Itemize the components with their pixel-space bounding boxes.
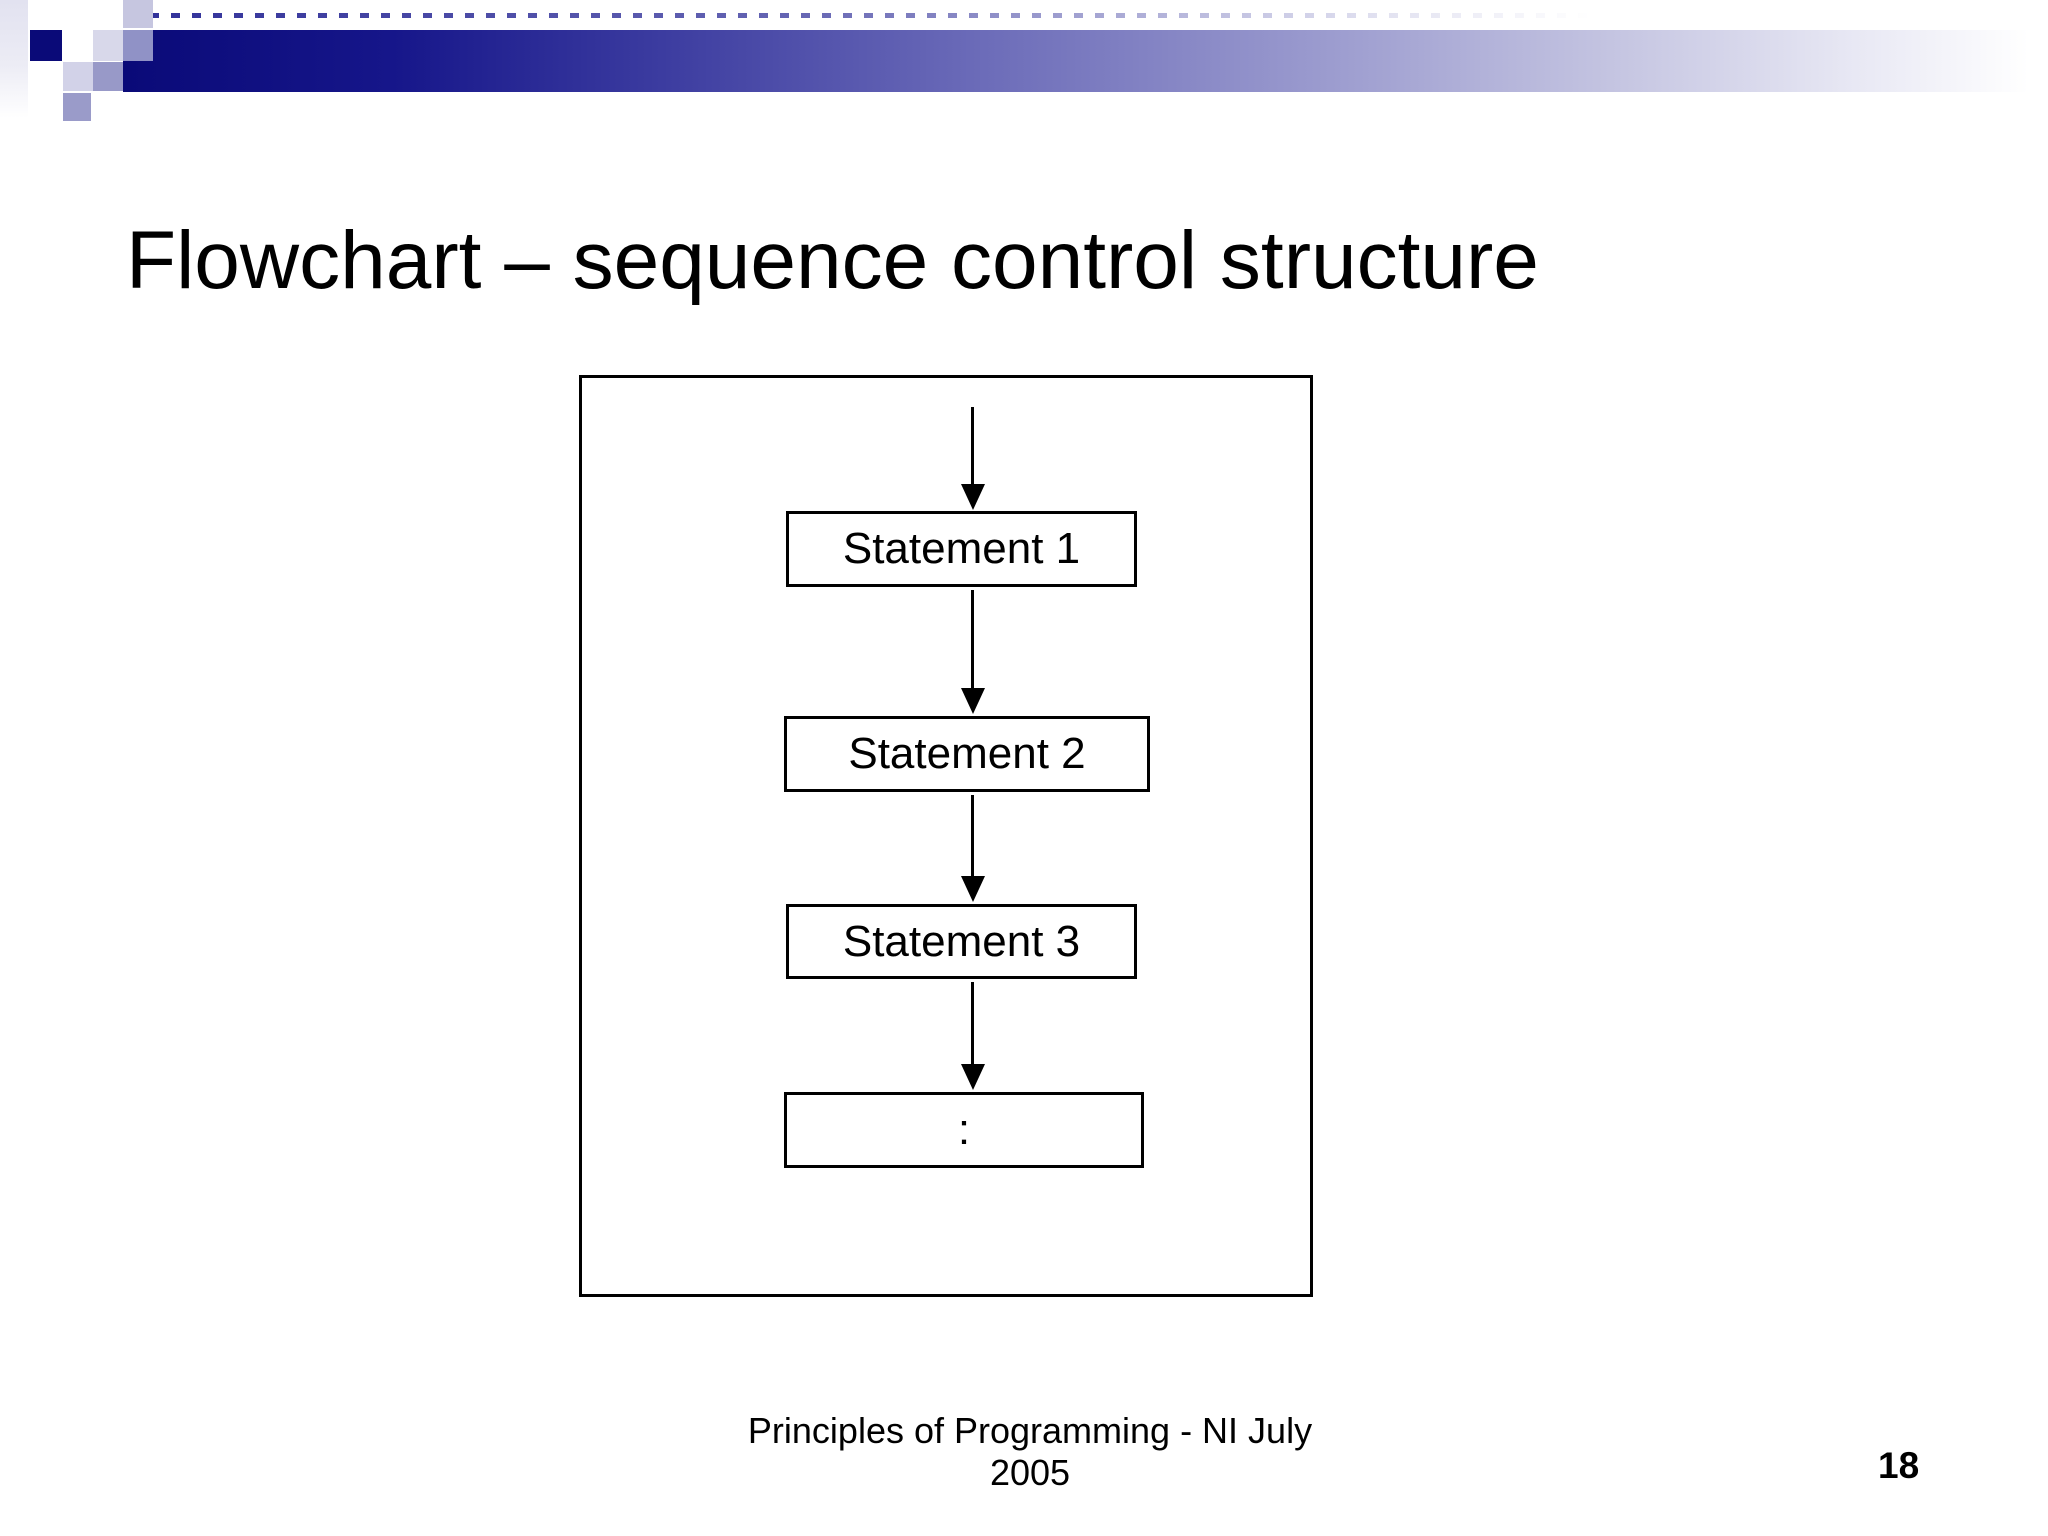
header-square	[30, 30, 62, 61]
header-left-strip	[0, 0, 28, 118]
slide-title: Flowchart – sequence control structure	[126, 215, 1539, 306]
header-square	[63, 93, 91, 121]
arrow-down-icon	[961, 1064, 985, 1090]
footer-line-2: 2005	[989, 1452, 1071, 1493]
header-square	[123, 30, 153, 61]
flow-arrow-line-4	[971, 982, 974, 1065]
flow-node-label: :	[957, 1105, 971, 1154]
header-dashed-line	[150, 13, 1590, 18]
flow-node-label: Statement 2	[848, 729, 1086, 778]
header-square	[123, 0, 153, 28]
header-square	[63, 62, 93, 91]
footer-line-1: Principles of Programming - NI July	[747, 1410, 1313, 1451]
flow-node-label: Statement 3	[842, 916, 1081, 966]
header-square	[93, 62, 123, 91]
arrow-down-icon	[961, 876, 985, 902]
flow-node-ellipsis: :	[784, 1092, 1144, 1168]
header-square	[93, 30, 123, 61]
footer: Principles of Programming - NI July 2005	[430, 1410, 1630, 1494]
arrow-down-icon	[961, 688, 985, 714]
flow-arrow-line-1	[971, 407, 974, 487]
flow-node-label: Statement 1	[842, 524, 1081, 573]
arrow-down-icon	[961, 484, 985, 510]
page-number: 18	[1878, 1445, 1920, 1486]
flow-node-statement-3: Statement 3	[786, 904, 1137, 979]
flow-arrow-line-3	[971, 795, 974, 877]
header-gradient-bar	[123, 30, 2048, 92]
flow-arrow-line-2	[971, 590, 974, 690]
flow-node-statement-2: Statement 2	[784, 716, 1150, 792]
flow-node-statement-1: Statement 1	[786, 511, 1137, 587]
